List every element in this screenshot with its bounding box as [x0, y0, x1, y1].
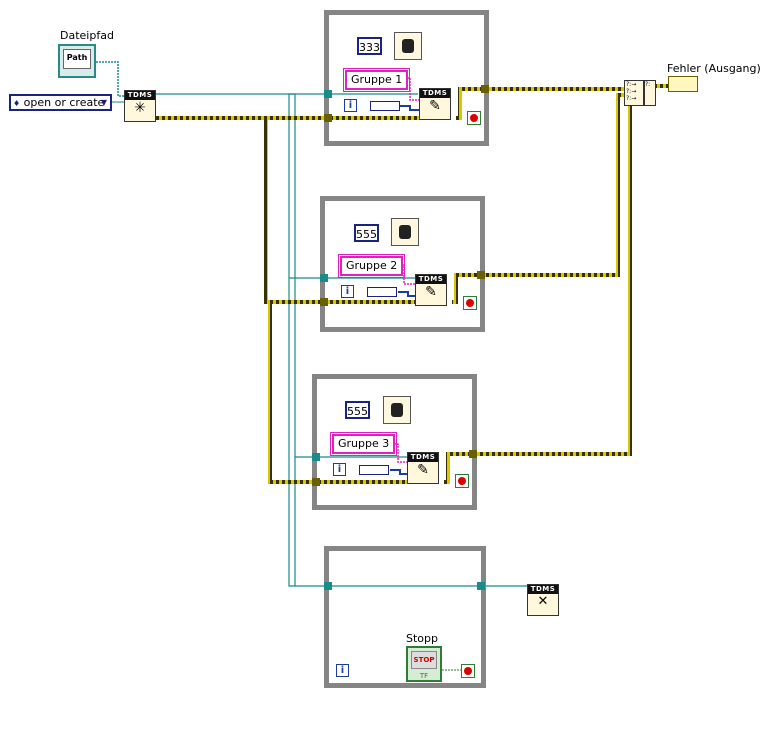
ref-wire-branch — [289, 93, 296, 586]
group-name-constant-1[interactable]: Gruppe 1 — [342, 68, 411, 92]
open-file-icon: ✳ — [134, 100, 146, 116]
error-tunnel-in-1 — [324, 114, 332, 122]
group-name-constant-2[interactable]: Gruppe 2 — [337, 254, 406, 278]
error-tunnel-out-2 — [477, 271, 485, 279]
ref-wire-trunk — [288, 94, 328, 587]
merge-errors-node[interactable]: ?:→?:→?:→ — [624, 80, 644, 106]
operation-value: open or create — [23, 96, 105, 109]
tdms-write-node-3[interactable]: TDMS✎ — [407, 452, 439, 484]
error-tunnel-in-3 — [312, 478, 320, 486]
pencil-icon: ✎ — [429, 98, 441, 114]
path-control-label: Dateipfad — [60, 29, 114, 42]
iteration-terminal-3: i — [333, 463, 346, 476]
ref-tunnel-in-1 — [324, 90, 332, 98]
wait-ms-icon-3[interactable] — [383, 396, 411, 424]
loop-condition-3[interactable] — [455, 474, 469, 488]
wait-ms-icon-1[interactable] — [394, 32, 422, 60]
dropdown-arrow-icon: ▼ — [100, 98, 107, 107]
iteration-terminal-1: i — [344, 99, 357, 112]
error-wires — [156, 84, 668, 484]
error-cluster-node[interactable]: ?: — [644, 80, 656, 106]
while-loop-1[interactable] — [324, 10, 489, 146]
iteration-terminal-4: i — [336, 664, 349, 677]
while-loop-2[interactable] — [320, 196, 485, 332]
ref-tunnel-out-4 — [477, 582, 485, 590]
stop-button[interactable]: STOP TF — [406, 646, 442, 682]
close-file-icon: ✕ — [537, 594, 549, 609]
wait-constant-2[interactable]: 555 — [354, 224, 379, 242]
wait-constant-3[interactable]: 555 — [345, 401, 370, 419]
tdms-open-node[interactable]: TDMS ✳ — [124, 90, 156, 122]
pencil-icon: ✎ — [425, 284, 437, 300]
error-out-indicator[interactable] — [668, 76, 698, 92]
updown-icon: ♦ — [13, 99, 21, 108]
ref-tunnel-in-3 — [312, 453, 320, 461]
ref-tunnel-in-2 — [320, 274, 328, 282]
wait-constant-1[interactable]: 333 — [357, 37, 382, 55]
path-glyph: Path — [63, 49, 91, 69]
to-string-conversion-1 — [370, 101, 400, 111]
ref-tunnel-in-4 — [324, 582, 332, 590]
iteration-terminal-2: i — [341, 285, 354, 298]
loop-condition-4[interactable] — [461, 664, 475, 678]
error-out-label: Fehler (Ausgang) — [667, 62, 761, 75]
to-string-conversion-2 — [367, 287, 397, 297]
error-tunnel-out-1 — [481, 85, 489, 93]
wait-ms-icon-2[interactable] — [391, 218, 419, 246]
tdms-write-node-1[interactable]: TDMS✎ — [419, 88, 451, 120]
stop-button-label: Stopp — [406, 632, 438, 645]
loop-condition-1[interactable] — [467, 111, 481, 125]
group-name-constant-3[interactable]: Gruppe 3 — [329, 432, 398, 456]
pencil-icon: ✎ — [417, 462, 429, 478]
tdms-close-node[interactable]: TDMS✕ — [527, 584, 559, 616]
to-string-conversion-3 — [359, 465, 389, 475]
path-wire — [96, 61, 126, 97]
while-loop-4[interactable] — [324, 546, 486, 688]
error-tunnel-out-3 — [469, 450, 477, 458]
error-tunnel-in-2 — [320, 298, 328, 306]
while-loop-3[interactable] — [312, 374, 477, 510]
loop-condition-2[interactable] — [463, 296, 477, 310]
operation-enum[interactable]: ♦ open or create ▼ — [9, 94, 112, 111]
tdms-write-node-2[interactable]: TDMS✎ — [415, 274, 447, 306]
path-control[interactable]: Path — [58, 44, 96, 78]
